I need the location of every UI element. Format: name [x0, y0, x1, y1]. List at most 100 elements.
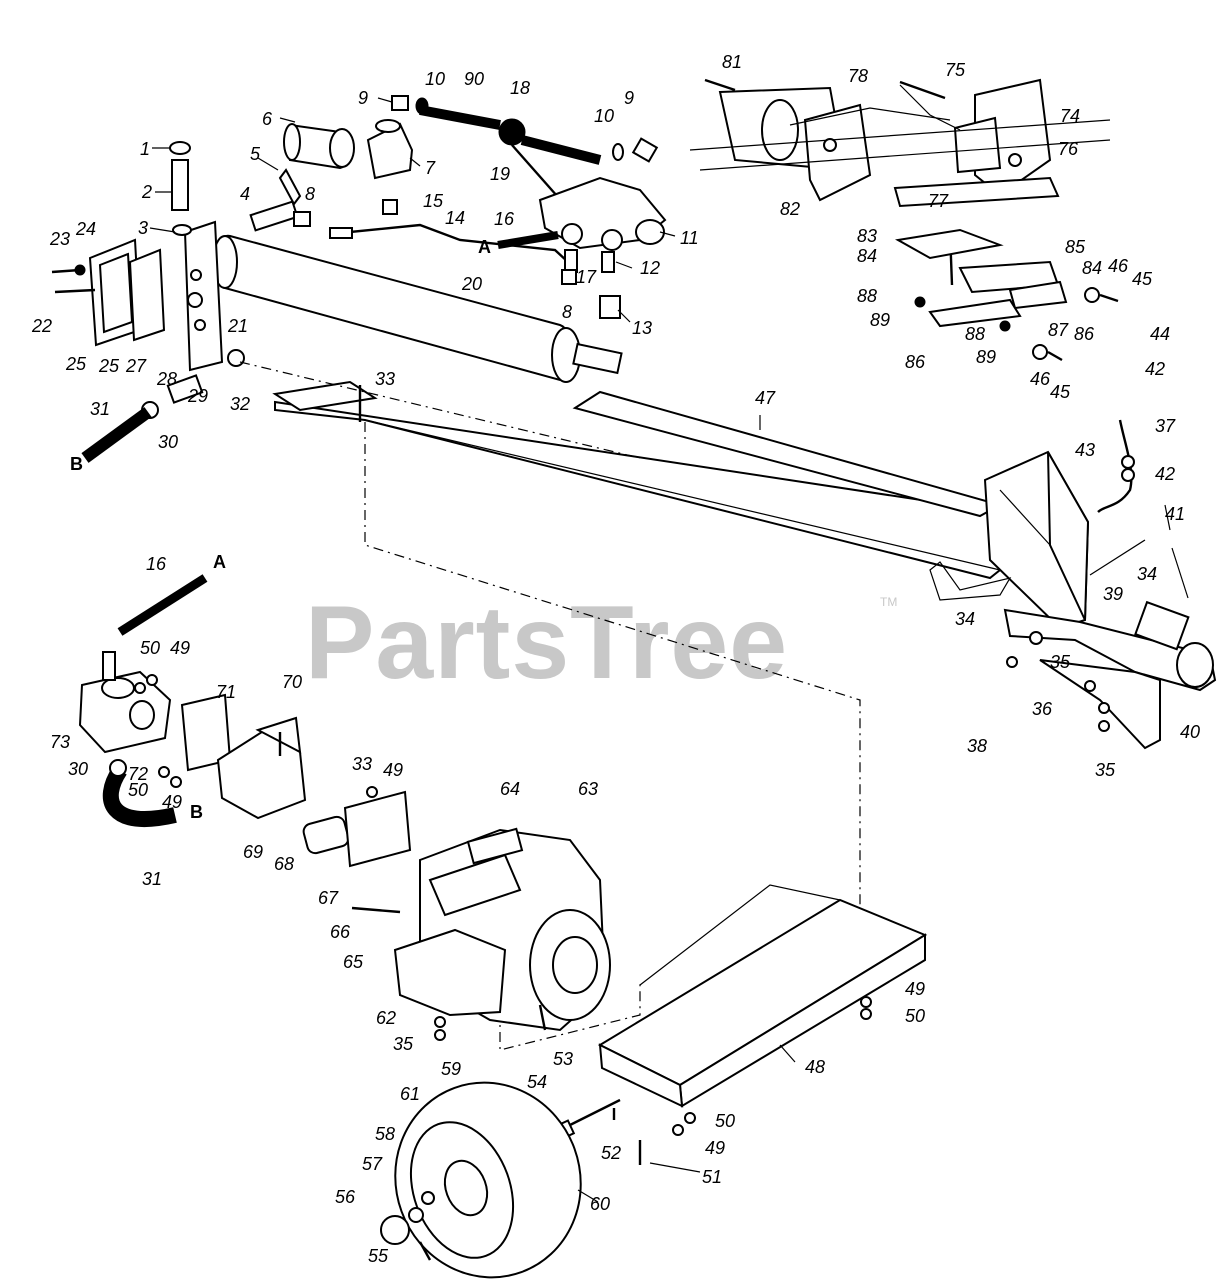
- fitting-12: [601, 251, 615, 273]
- callout-50-frame: 50: [905, 1006, 925, 1026]
- callout-30-bottom: 30: [68, 759, 88, 779]
- callout-74: 74: [1060, 106, 1080, 126]
- callout-78: 78: [848, 66, 868, 86]
- fitting-15: [382, 199, 398, 215]
- callout-51: 51: [702, 1167, 722, 1187]
- callout-35-engine: 35: [393, 1034, 414, 1054]
- callout-67: 67: [318, 888, 339, 908]
- callout-88-left: 88: [857, 286, 877, 306]
- callout-33-bottom: 33: [352, 754, 372, 774]
- engine-63: [393, 827, 611, 1032]
- hose-16-left: [117, 574, 208, 636]
- callout-37: 37: [1155, 416, 1176, 436]
- washer-10a: [415, 97, 429, 115]
- callout-64: 64: [500, 779, 520, 799]
- hydraulic-pump-73: [78, 651, 172, 754]
- callout-85: 85: [1065, 237, 1086, 257]
- callout-39: 39: [1103, 584, 1123, 604]
- callout-30-top: 30: [158, 432, 178, 452]
- callout-57: 57: [362, 1154, 383, 1174]
- callout-9-right: 9: [624, 88, 634, 108]
- callout-89-right: 89: [976, 347, 996, 367]
- callout-3: 3: [138, 218, 148, 238]
- wheel-60: [394, 1081, 582, 1279]
- callout-66: 66: [330, 922, 351, 942]
- filler-cap-assembly: [169, 141, 192, 236]
- assembly-line-2: [239, 361, 641, 459]
- fitting-13: [599, 295, 621, 319]
- part-5: [278, 168, 302, 206]
- chain: [1097, 419, 1133, 513]
- callout-49-axle: 49: [705, 1138, 725, 1158]
- callout-35-bottom: 35: [1095, 760, 1116, 780]
- control-valve-11: [538, 176, 667, 251]
- callout-18: 18: [510, 78, 530, 98]
- connector-18: [498, 118, 526, 146]
- callout-77: 77: [928, 191, 949, 211]
- callout-84-left: 84: [857, 246, 877, 266]
- hose-marker-b-top: B: [70, 454, 83, 474]
- bolt-66: [351, 906, 401, 914]
- callout-7: 7: [425, 158, 436, 178]
- callout-53: 53: [553, 1049, 573, 1069]
- leader-lines: [149, 97, 1171, 1203]
- callout-59: 59: [441, 1059, 461, 1079]
- callout-31-top: 31: [90, 399, 110, 419]
- callout-19: 19: [490, 164, 510, 184]
- callout-41: 41: [1165, 504, 1185, 524]
- callout-76: 76: [1058, 139, 1079, 159]
- bolt-22: [54, 288, 96, 294]
- callout-29: 29: [187, 386, 208, 406]
- callout-54: 54: [527, 1072, 547, 1092]
- hydraulic-cylinder: [212, 234, 623, 383]
- wedge: [983, 450, 1090, 630]
- callout-22: 22: [31, 316, 52, 336]
- callout-12: 12: [640, 258, 660, 278]
- callout-71: 71: [216, 682, 236, 702]
- callout-13: 13: [632, 318, 652, 338]
- hose-19: [520, 135, 602, 165]
- callout-2: 2: [141, 182, 152, 202]
- callout-10-left: 10: [425, 69, 445, 89]
- callout-40: 40: [1180, 722, 1200, 742]
- callout-38: 38: [967, 736, 987, 756]
- callout-84-right: 84: [1082, 258, 1102, 278]
- callout-47: 47: [755, 388, 776, 408]
- callout-6: 6: [262, 109, 273, 129]
- callout-31-bottom: 31: [142, 869, 162, 889]
- callout-33-top: 33: [375, 369, 395, 389]
- callout-69: 69: [243, 842, 263, 862]
- callout-68: 68: [274, 854, 294, 874]
- callout-labels: 1 2 3 4 5 6 7 8 8 9 9 10 10 11 12 13 14 …: [31, 52, 1200, 1266]
- callout-42-bottom: 42: [1155, 464, 1175, 484]
- front-plate: [183, 220, 224, 372]
- bearing-58: [421, 1191, 435, 1205]
- callout-44: 44: [1150, 324, 1170, 344]
- callout-23: 23: [49, 229, 70, 249]
- valve-block-7: [366, 119, 414, 180]
- hose-31-top: [81, 407, 152, 463]
- inset-assembly: [689, 78, 1119, 362]
- callout-58: 58: [375, 1124, 395, 1144]
- callout-70: 70: [282, 672, 302, 692]
- cap-56: [380, 1215, 410, 1245]
- callout-49-pump: 49: [170, 638, 190, 658]
- callout-8-top: 8: [305, 184, 315, 204]
- callout-10-right: 10: [594, 106, 614, 126]
- hose-90: [419, 105, 501, 130]
- callout-50-axle: 50: [715, 1111, 735, 1131]
- callout-56: 56: [335, 1187, 356, 1207]
- callout-42-top: 42: [1145, 359, 1165, 379]
- callout-36: 36: [1032, 699, 1053, 719]
- watermark-brand: PartsTree: [305, 585, 788, 701]
- callout-17: 17: [576, 267, 597, 287]
- callout-81: 81: [722, 52, 742, 72]
- callout-75: 75: [945, 60, 966, 80]
- washer-10b: [612, 143, 624, 161]
- callout-9-left: 9: [358, 88, 368, 108]
- callout-82: 82: [780, 199, 800, 219]
- beam: [274, 390, 1003, 580]
- callout-55: 55: [368, 1246, 389, 1266]
- callout-72: 72: [128, 764, 148, 784]
- callout-50-hose: 50: [128, 780, 148, 800]
